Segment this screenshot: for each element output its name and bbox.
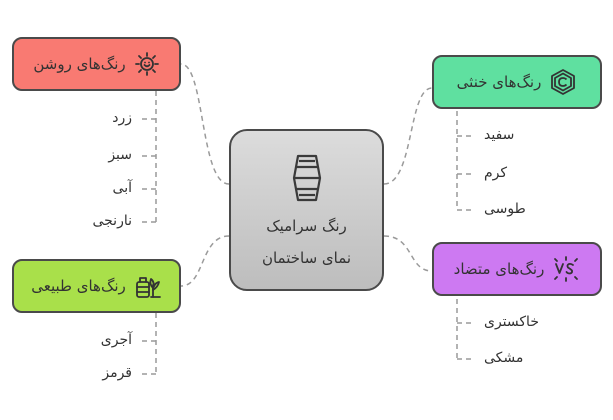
leaf-item: کرم xyxy=(484,165,508,181)
ceramic-tile-icon xyxy=(291,153,323,207)
leaf-item: قرمز xyxy=(102,365,132,381)
leaf-item: زرد xyxy=(112,110,132,126)
hexagon-c-icon xyxy=(549,68,577,96)
leaf-item: طوسی xyxy=(484,201,526,217)
category-contrasting-colors: رنگ‌های متضاد xyxy=(432,242,602,296)
center-title: رنگ سرامیک xyxy=(266,217,347,235)
sun-smile-icon xyxy=(134,51,160,77)
category-label: رنگ‌های روشن xyxy=(33,55,126,73)
nature-jar-icon xyxy=(134,272,162,300)
category-neutral-colors: رنگ‌های خنثی xyxy=(432,55,602,109)
leaf-item: مشکی xyxy=(484,350,524,366)
leaf-item: سبز xyxy=(108,147,132,163)
leaf-item: آبی xyxy=(112,180,132,196)
leaf-item: نارنجی xyxy=(92,213,132,229)
leaf-item: سفید xyxy=(484,127,515,143)
center-node: رنگ سرامیک نمای ساختمان xyxy=(229,129,384,291)
category-label: رنگ‌های متضاد xyxy=(453,260,545,278)
leaf-item: آجری xyxy=(100,332,132,348)
category-natural-colors: رنگ‌های طبیعی xyxy=(12,259,181,313)
leaf-item: خاکستری xyxy=(484,314,539,330)
category-label: رنگ‌های طبیعی xyxy=(31,277,126,295)
center-subtitle: نمای ساختمان xyxy=(261,249,352,267)
category-bright-colors: رنگ‌های روشن xyxy=(12,37,181,91)
vs-burst-icon xyxy=(552,255,580,283)
category-label: رنگ‌های خنثی xyxy=(456,73,542,91)
